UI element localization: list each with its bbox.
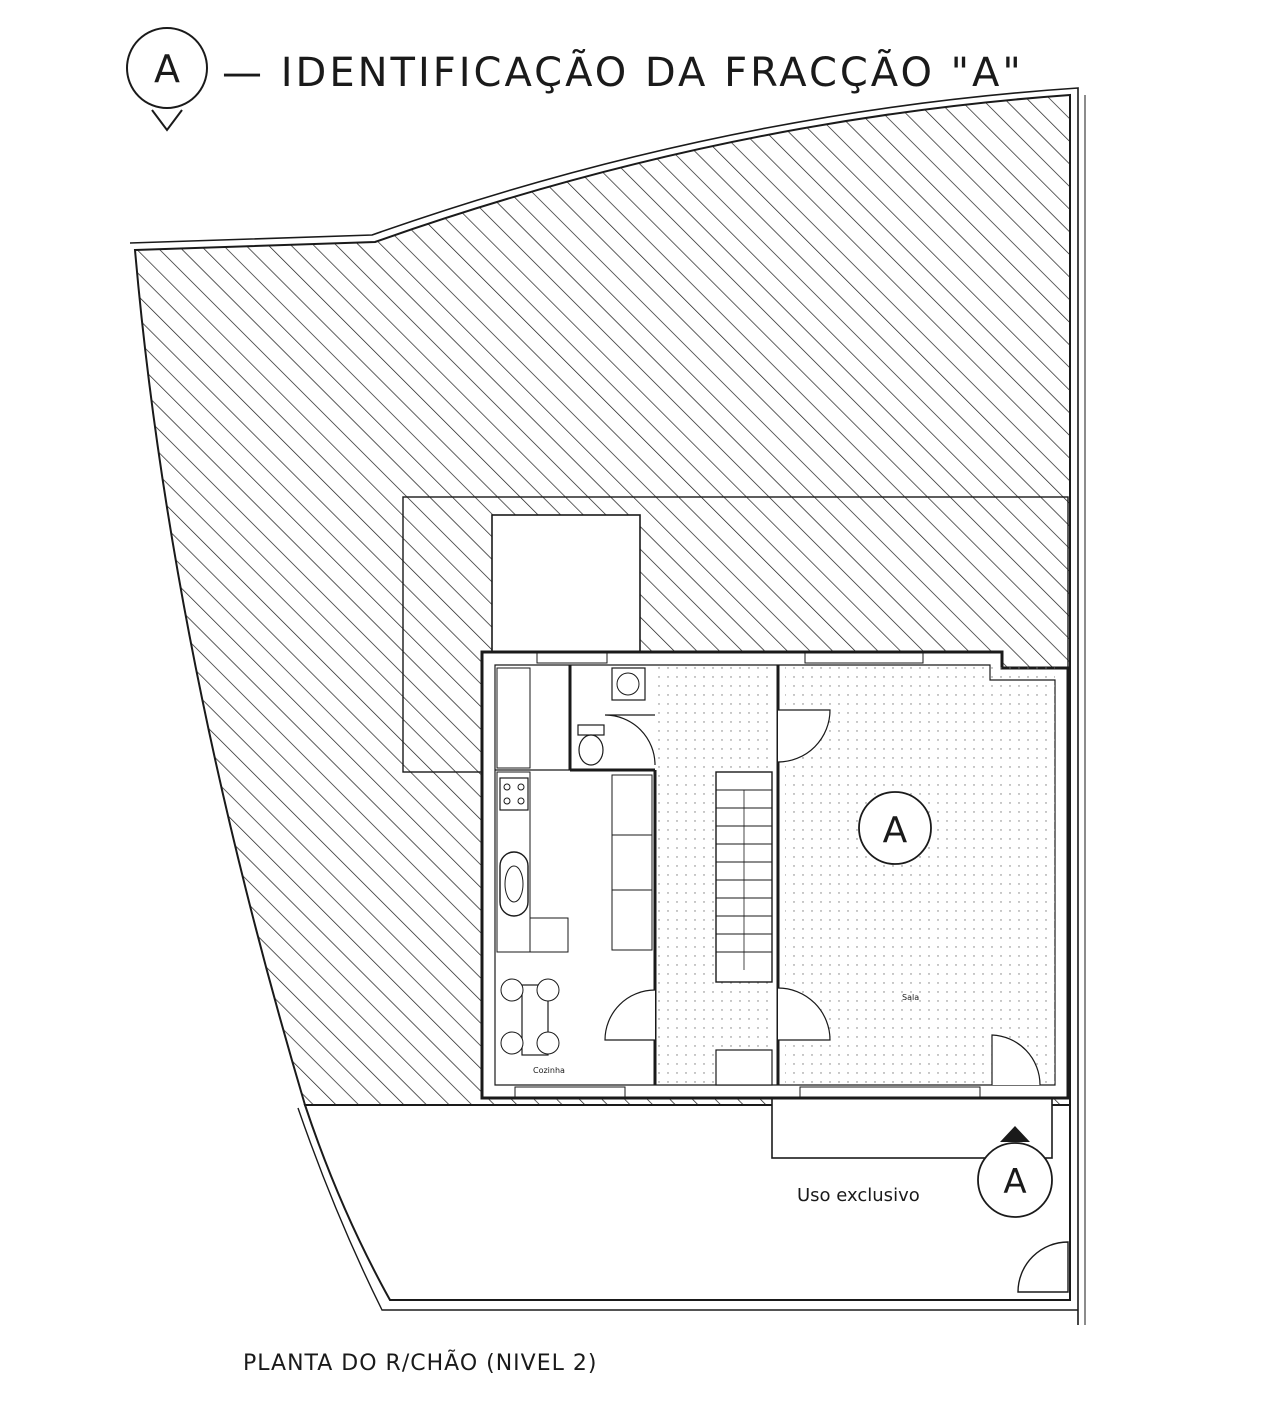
title-marker-letter: A [154,47,180,91]
window-kitchen-top [536,652,608,664]
fraction-marker-pointer [151,109,183,132]
staircase [715,771,773,1086]
exclusive-use-outer-line [297,1107,1078,1311]
dining-table-icon [500,978,560,1056]
stove-icon [499,777,529,811]
counter-left [496,771,531,953]
wc-basin-icon [611,667,646,701]
entrance-arrow-icon [1000,1126,1030,1142]
fraction-marker-circle [126,27,208,109]
chair-icon [536,1031,560,1055]
page-title: — IDENTIFICAÇÃO DA FRACÇÃO "A" [222,48,1024,96]
chair-icon [500,978,524,1002]
chair-icon [536,978,560,1002]
room-label: Sala [902,993,919,1002]
fraction-label-circle [858,791,932,865]
living-room-floor [785,665,1055,1085]
window-living-bottom [799,1086,981,1098]
site-boundary-outer-line [129,87,1079,1325]
kitchen-sink-icon [499,851,529,917]
door-kitchen-swing [604,989,656,1041]
door-entrance-swing [991,1034,1041,1086]
fraction-label: A [883,810,908,851]
chair-icon [500,1031,524,1055]
exclusive-use-label: Uso exclusivo [797,1185,920,1206]
kitchen-label: Cozinha [533,1066,565,1075]
window-living-top [804,652,924,664]
toilet-icon [577,724,605,766]
window-kitchen-bottom [514,1086,626,1098]
entrance-marker-label: A [1003,1162,1026,1202]
counter-peninsula [529,917,569,953]
door-living-top-swing [777,709,831,763]
exclusive-use-area: Uso exclusivo [297,1097,1078,1311]
entrance-marker: A [977,1126,1053,1218]
floor-caption: PLANTA DO R/CHÃO (NIVEL 2) [243,1349,597,1376]
entrance-marker-circle [977,1142,1053,1218]
counter-top-left [496,667,531,769]
building: Cozinha [480,650,1070,1100]
counter-right [611,774,653,951]
door-wc-swing [604,714,656,766]
title-block: A — IDENTIFICAÇÃO DA FRACÇÃO "A" [126,27,1024,132]
door-living-bottom-swing [777,987,831,1041]
garden-door-swing [1017,1241,1069,1293]
light-well [491,514,641,656]
